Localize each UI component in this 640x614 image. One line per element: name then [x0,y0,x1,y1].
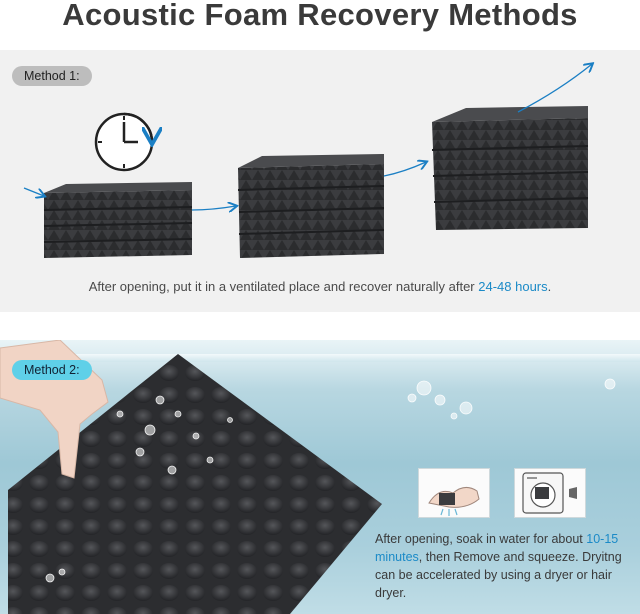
method-1-duration: 24-48 hours [478,279,548,294]
method-1-caption: After opening, put it in a ventilated pl… [88,279,552,294]
method-1-badge: Method 1: [12,66,92,86]
foam-sheet [8,354,382,614]
method-1-illustration [23,50,640,258]
method-2-duration: 10-15 minutes [375,532,619,564]
method-1-panel: Method 1: [0,50,640,312]
method-2-caption: After opening, soak in water for about 1… [375,532,622,600]
method-2-badge: Method 2: [12,360,92,380]
water-surface [0,354,640,362]
foam-stack-compressed [43,182,193,258]
foam-stack-recovered [431,106,589,230]
clock-icon [94,112,152,172]
method-2-panel: Method 2: After opening, soak in water f… [0,340,640,614]
page-title: Acoustic Foam Recovery Methods [62,0,578,32]
bubbles [45,378,616,583]
arrow-icon [23,64,592,210]
dryer-icon [514,468,586,518]
hand-squeeze-icon [418,468,490,518]
foam-stack-recovering [237,154,385,258]
